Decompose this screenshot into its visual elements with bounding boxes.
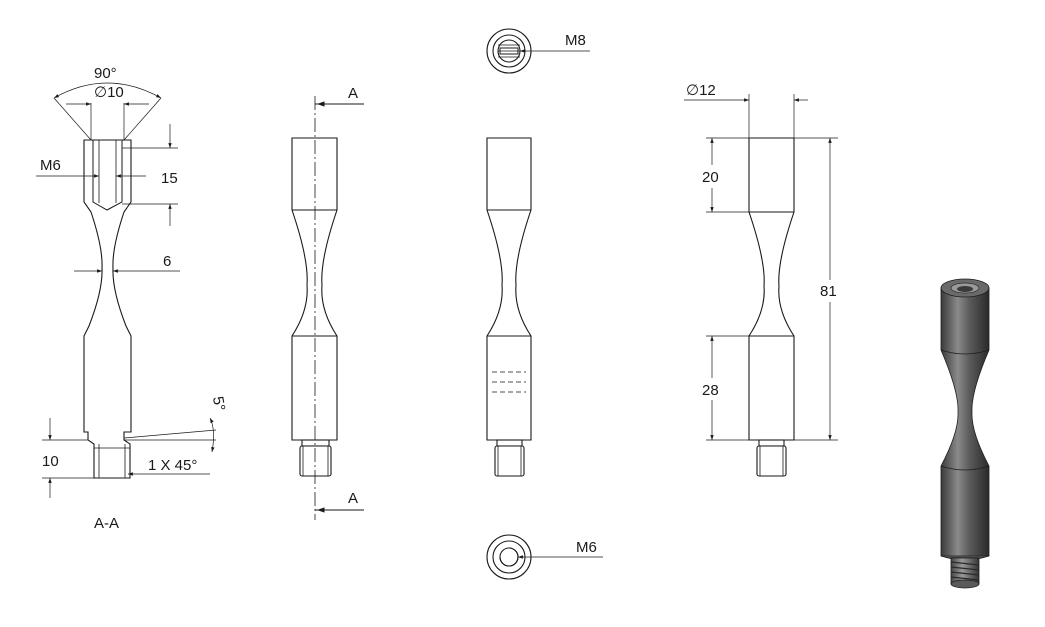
section-body — [83, 139, 132, 479]
section-mark-bottom: A — [348, 490, 358, 507]
middle-body — [486, 137, 532, 441]
dia-10-label: ∅10 — [94, 84, 124, 101]
chamfer-label: 1 X 45° — [148, 457, 197, 474]
len-20-label: 20 — [702, 169, 719, 186]
isometric-render — [940, 278, 990, 589]
render-body — [940, 287, 990, 557]
len-28-label: 28 — [702, 382, 719, 399]
len-81-label: 81 — [820, 283, 837, 300]
height-10-label: 10 — [42, 453, 59, 470]
neck-6-label: 6 — [163, 253, 171, 270]
depth-15-label: 15 — [161, 170, 178, 187]
thread-m6-bottom-label: M6 — [576, 539, 597, 556]
thread-m6-label: M6 — [40, 157, 61, 174]
section-mark-top: A — [348, 85, 358, 102]
taper-5-label: 5° — [209, 395, 228, 412]
threaded-bore — [92, 139, 123, 211]
middle-view — [486, 137, 532, 477]
angle-90-label: 90° — [94, 65, 117, 82]
top-end-view: M8 — [486, 28, 590, 74]
side-body — [748, 137, 795, 441]
front-view: A A — [291, 85, 364, 520]
thread-m8-label: M8 — [565, 32, 586, 49]
section-caption: A-A — [94, 515, 119, 532]
side-view: ∅12 20 28 81 — [684, 82, 838, 477]
bottom-end-view: M6 — [486, 534, 603, 580]
section-view-a-a: 90° ∅10 M6 15 6 10 1 X 45° 5° — [36, 65, 228, 532]
front-body — [291, 137, 338, 441]
dia-12-label: ∅12 — [686, 82, 716, 99]
